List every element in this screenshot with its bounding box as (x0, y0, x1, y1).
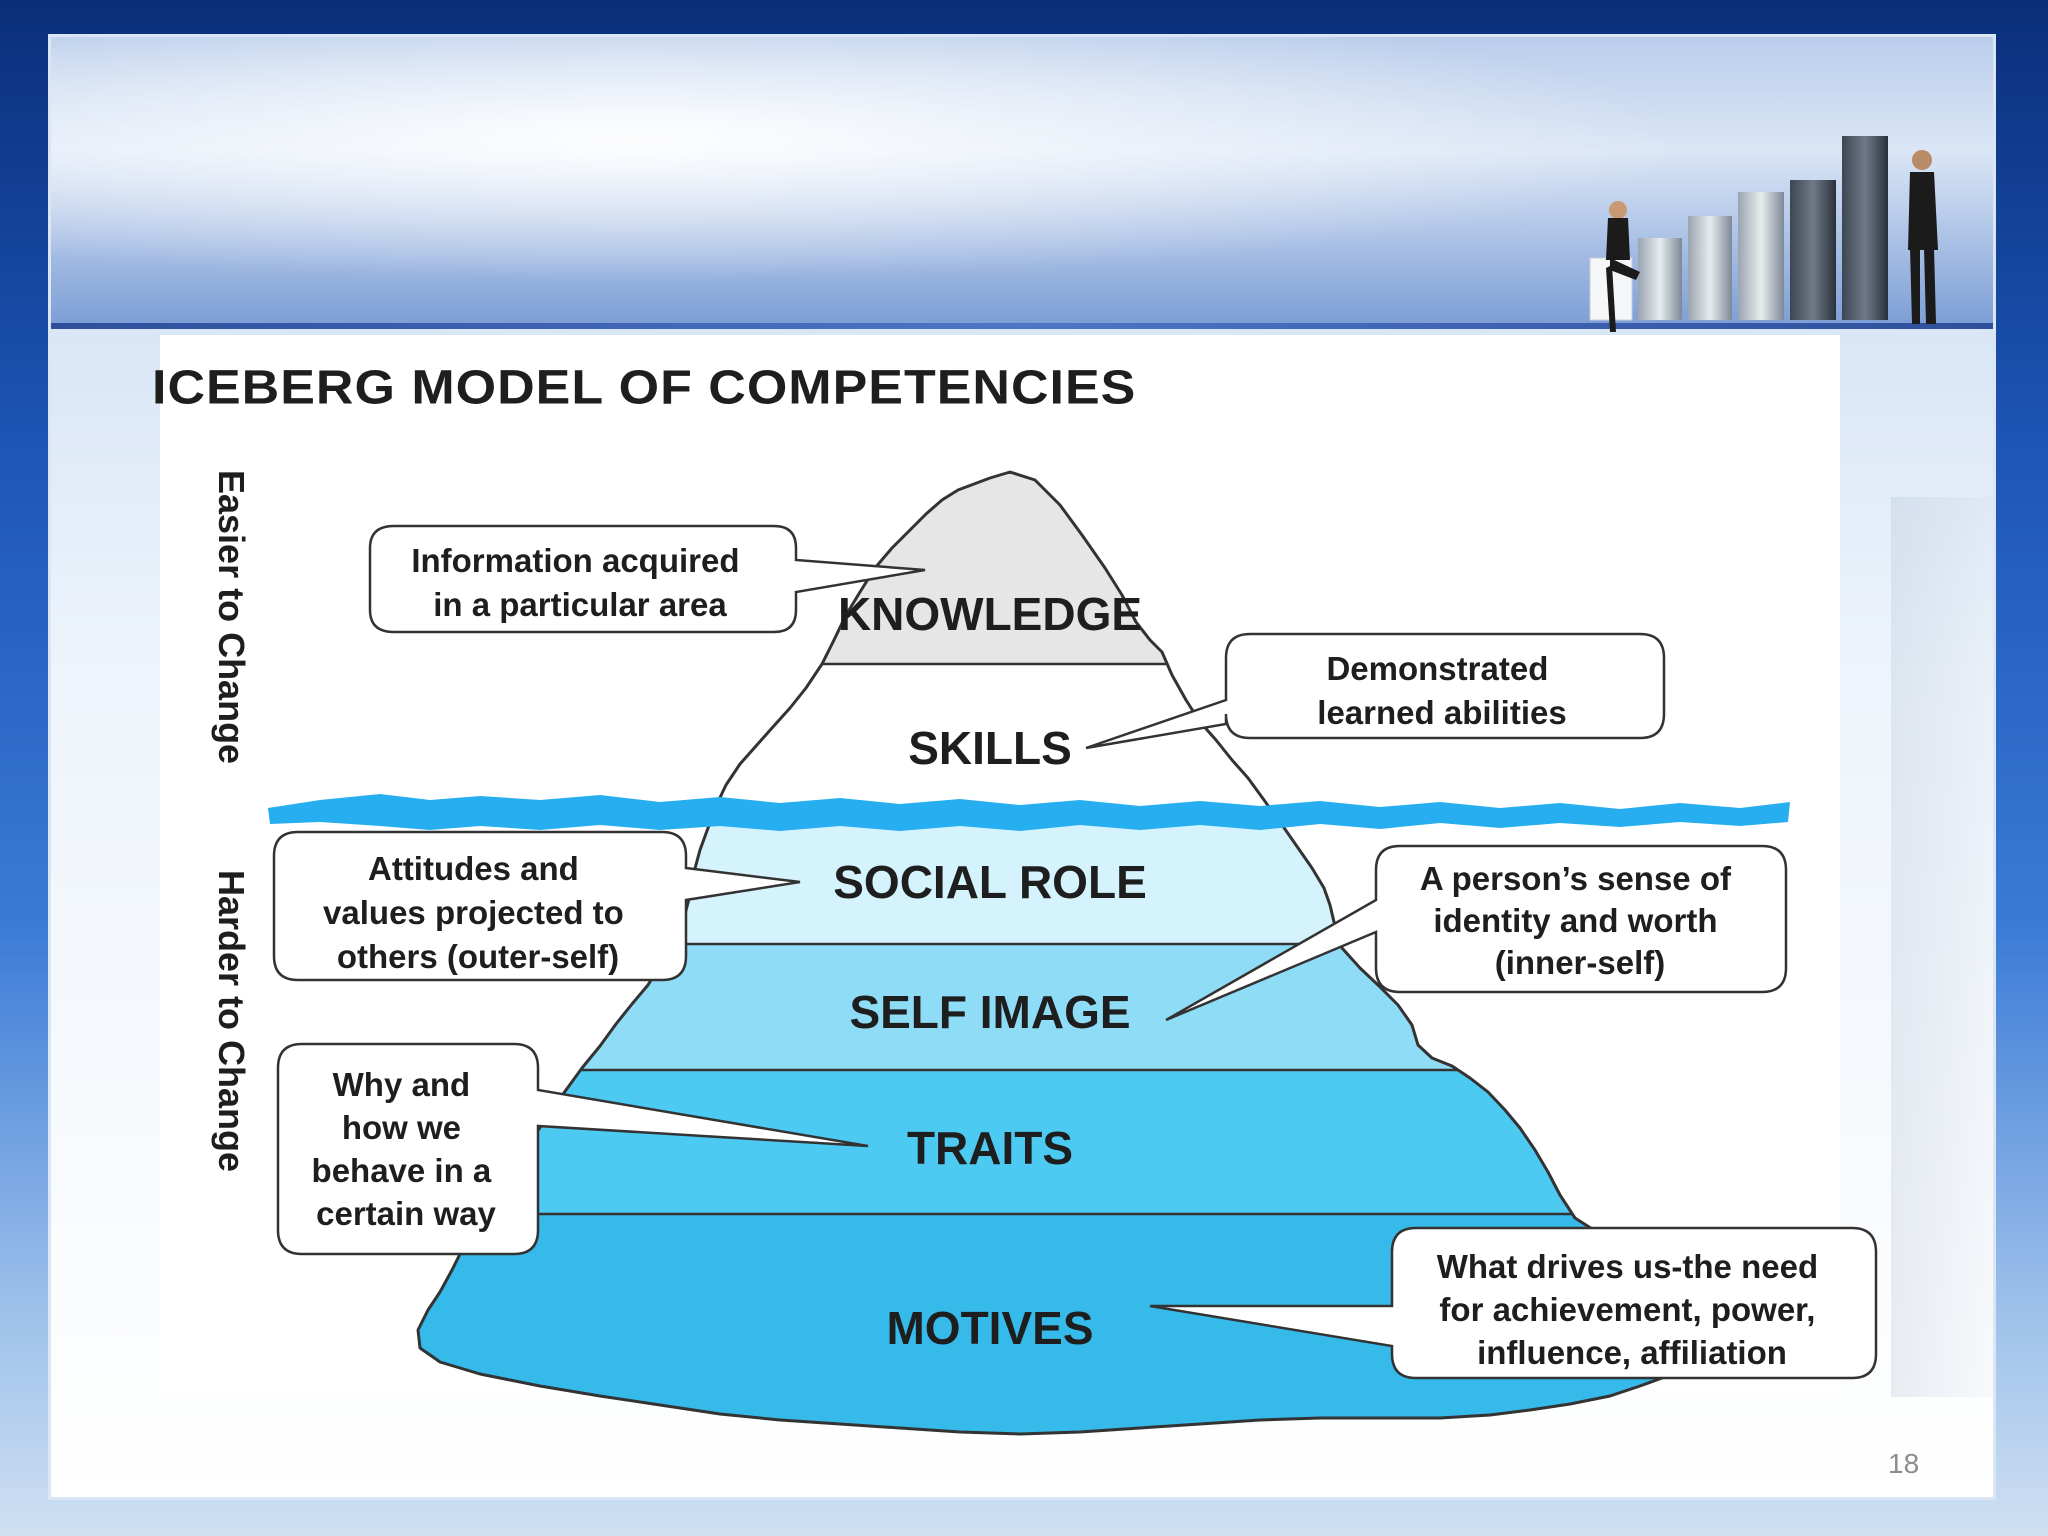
layer-label-social-role: SOCIAL ROLE (833, 856, 1147, 908)
callout-knowledge: Information acquired in a particular are… (368, 524, 926, 634)
callout-motives-line-3: influence, affiliation (1477, 1334, 1787, 1371)
callout-skills-line-1: Demonstrated (1326, 650, 1548, 687)
standing-man-figure (1908, 150, 1938, 324)
callout-skills-line-2: learned abilities (1317, 694, 1566, 731)
layer-label-traits: TRAITS (907, 1122, 1073, 1174)
callout-traits-line-2: how we (342, 1109, 461, 1146)
layer-label-motives: MOTIVES (886, 1302, 1093, 1354)
bar-3 (1688, 216, 1732, 320)
svg-text:Why and how we beh: Why and how we behave in a certain way (312, 1066, 501, 1232)
callout-social-role-line-3: others (outer-self) (337, 938, 619, 975)
callout-bubble-self-image (1165, 844, 1788, 1022)
callout-self-image-line-3: (inner-self) (1495, 944, 1666, 981)
layer-label-knowledge: KNOWLEDGE (838, 588, 1142, 640)
bar-6 (1842, 136, 1888, 320)
callout-social-role-line-1: Attitudes and (368, 850, 579, 887)
callout-self-image-line-1: A person’s sense of (1420, 860, 1732, 897)
bar-graph-people-illustration (1589, 136, 1938, 332)
callout-bubble-motives (1149, 1226, 1878, 1380)
svg-text:Attitudes and values pro: Attitudes and values projected to others… (323, 850, 633, 975)
bar-2 (1638, 238, 1682, 320)
businessman-silhouette (1891, 497, 1993, 1397)
slide-title: ICEBERG MODEL OF COMPETENCIES (152, 361, 1137, 415)
callout-bubble-skills (1085, 632, 1666, 750)
bar-5 (1790, 180, 1836, 320)
callout-social-role: Attitudes and values projected to others… (272, 830, 801, 982)
svg-text:Information acquired in: Information acquired in a particular are… (411, 542, 748, 623)
callout-motives-line-1: What drives us-the need (1437, 1248, 1818, 1285)
svg-text:Demonstrated learned abi: Demonstrated learned abilities (1317, 650, 1566, 731)
page-number: 18 (1888, 1448, 1920, 1479)
layer-label-skills: SKILLS (908, 722, 1072, 774)
callout-traits-line-1: Why and (333, 1066, 471, 1103)
seated-woman-figure (1606, 201, 1640, 332)
svg-text:What drives us-the need: What drives us-the need for achievement,… (1437, 1248, 1828, 1371)
layer-band-traits (418, 1070, 1725, 1214)
callout-social-role-line-2: values projected to (323, 894, 624, 931)
bar-4 (1738, 192, 1784, 320)
callout-traits-line-4: certain way (316, 1195, 496, 1232)
callout-bubble-knowledge (368, 524, 926, 634)
svg-text:A person’s sense of iden: A person’s sense of identity and worth (… (1420, 860, 1740, 981)
layer-label-self-image: SELF IMAGE (849, 986, 1130, 1038)
callout-knowledge-line-2: in a particular area (433, 586, 727, 623)
callout-skills: Demonstrated learned abilities (1085, 632, 1666, 750)
callout-traits-line-3: behave in a (312, 1152, 492, 1189)
header-divider (51, 323, 1993, 329)
callout-knowledge-line-1: Information acquired (411, 542, 739, 579)
callout-bubble-traits (276, 1042, 869, 1256)
callout-motives: What drives us-the need for achievement,… (1149, 1226, 1878, 1380)
callout-self-image-line-2: identity and worth (1433, 902, 1717, 939)
callout-self-image: A person’s sense of identity and worth (… (1165, 844, 1788, 1022)
callout-motives-line-2: for achievement, power, (1439, 1291, 1815, 1328)
callout-bubble-social-role (272, 830, 801, 982)
callout-traits: Why and how we behave in a certain way (276, 1042, 869, 1256)
waterline (268, 794, 1790, 831)
